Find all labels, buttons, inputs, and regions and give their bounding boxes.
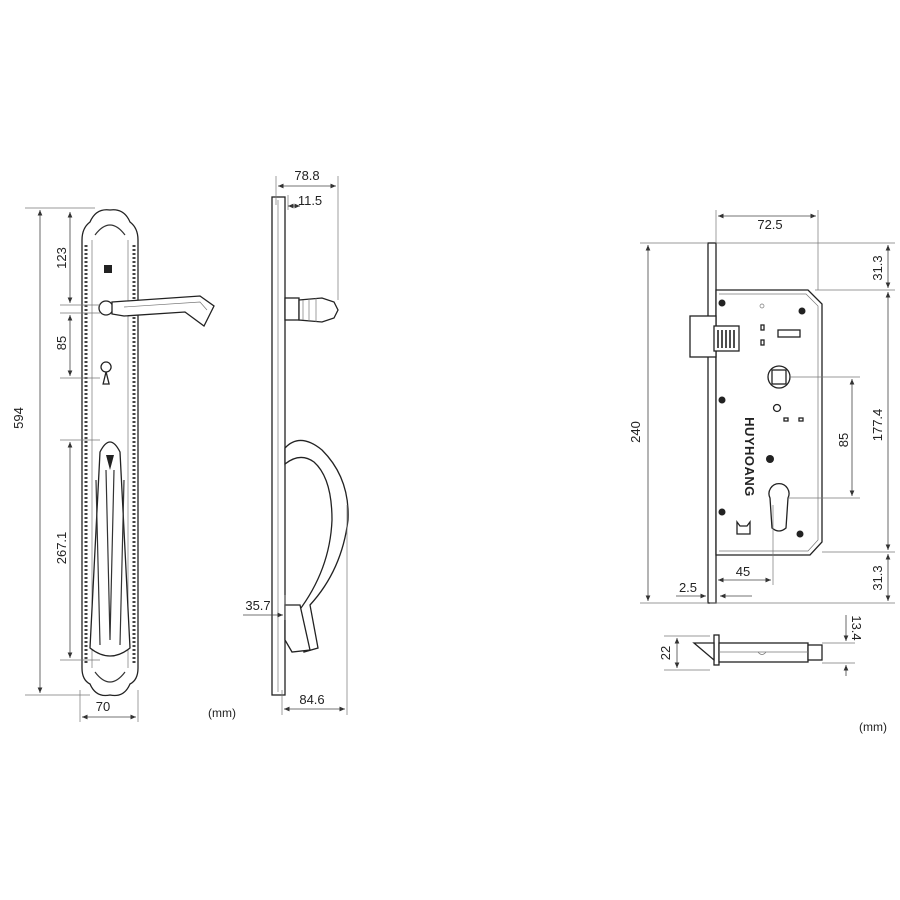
units-label-left: (mm)	[208, 706, 236, 720]
bolt-view	[692, 634, 823, 666]
dim-bolt-offset: 13.4	[849, 615, 864, 640]
dim-bottom-margin: 31.3	[870, 565, 885, 590]
front-dimensions: 594 123 85 267.1 70	[11, 207, 139, 722]
dim-overall-height: 594	[11, 407, 26, 429]
dim-case-depth: 72.5	[757, 217, 782, 232]
dim-lever-projection: 78.8	[294, 168, 319, 183]
bolt-dimensions: 22 13.4 (mm)	[658, 615, 887, 734]
dim-bolt-height: 22	[658, 646, 673, 660]
brand-logo: HUYHOANG	[742, 417, 757, 497]
dim-faceplate-thickness: 2.5	[679, 580, 697, 595]
dim-pull-projection: 84.6	[299, 692, 324, 707]
dim-case-height: 177.4	[870, 409, 885, 442]
handle-side-view	[271, 196, 349, 696]
dim-lever-to-cylinder: 85	[54, 336, 69, 350]
dim-plate-width: 70	[96, 699, 110, 714]
dim-faceplate-height: 240	[628, 421, 643, 443]
handle-front-view	[81, 209, 215, 697]
units-label-right: (mm)	[859, 720, 887, 734]
dim-pull-length: 267.1	[54, 532, 69, 565]
dim-plate-thickness: 11.5	[298, 193, 322, 208]
dim-spindle-to-cylinder: 85	[836, 433, 851, 447]
lock-body: HUYHOANG	[689, 242, 823, 604]
dim-top-to-lever: 123	[54, 247, 69, 269]
dim-top-margin: 31.3	[870, 255, 885, 280]
lock-dimensions: 72.5 240 177.4 85 31.3 31.3 45 2.5	[628, 210, 895, 604]
side-dimensions: 78.8 11.5 35.7 84.6 (mm)	[208, 168, 348, 720]
dim-backset: 45	[736, 564, 750, 579]
dim-pull-offset: 35.7	[245, 598, 270, 613]
